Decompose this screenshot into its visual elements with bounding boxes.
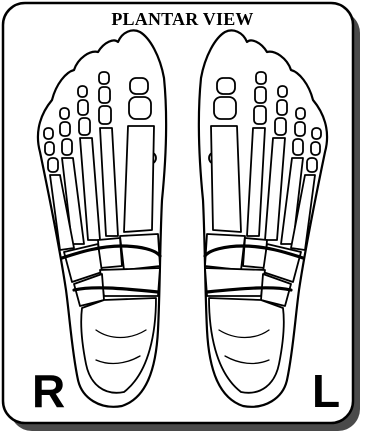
left-foot-label: L	[312, 368, 340, 414]
right-foot-label: R	[32, 368, 65, 414]
diagram-title: PLANTAR VIEW	[0, 9, 365, 30]
